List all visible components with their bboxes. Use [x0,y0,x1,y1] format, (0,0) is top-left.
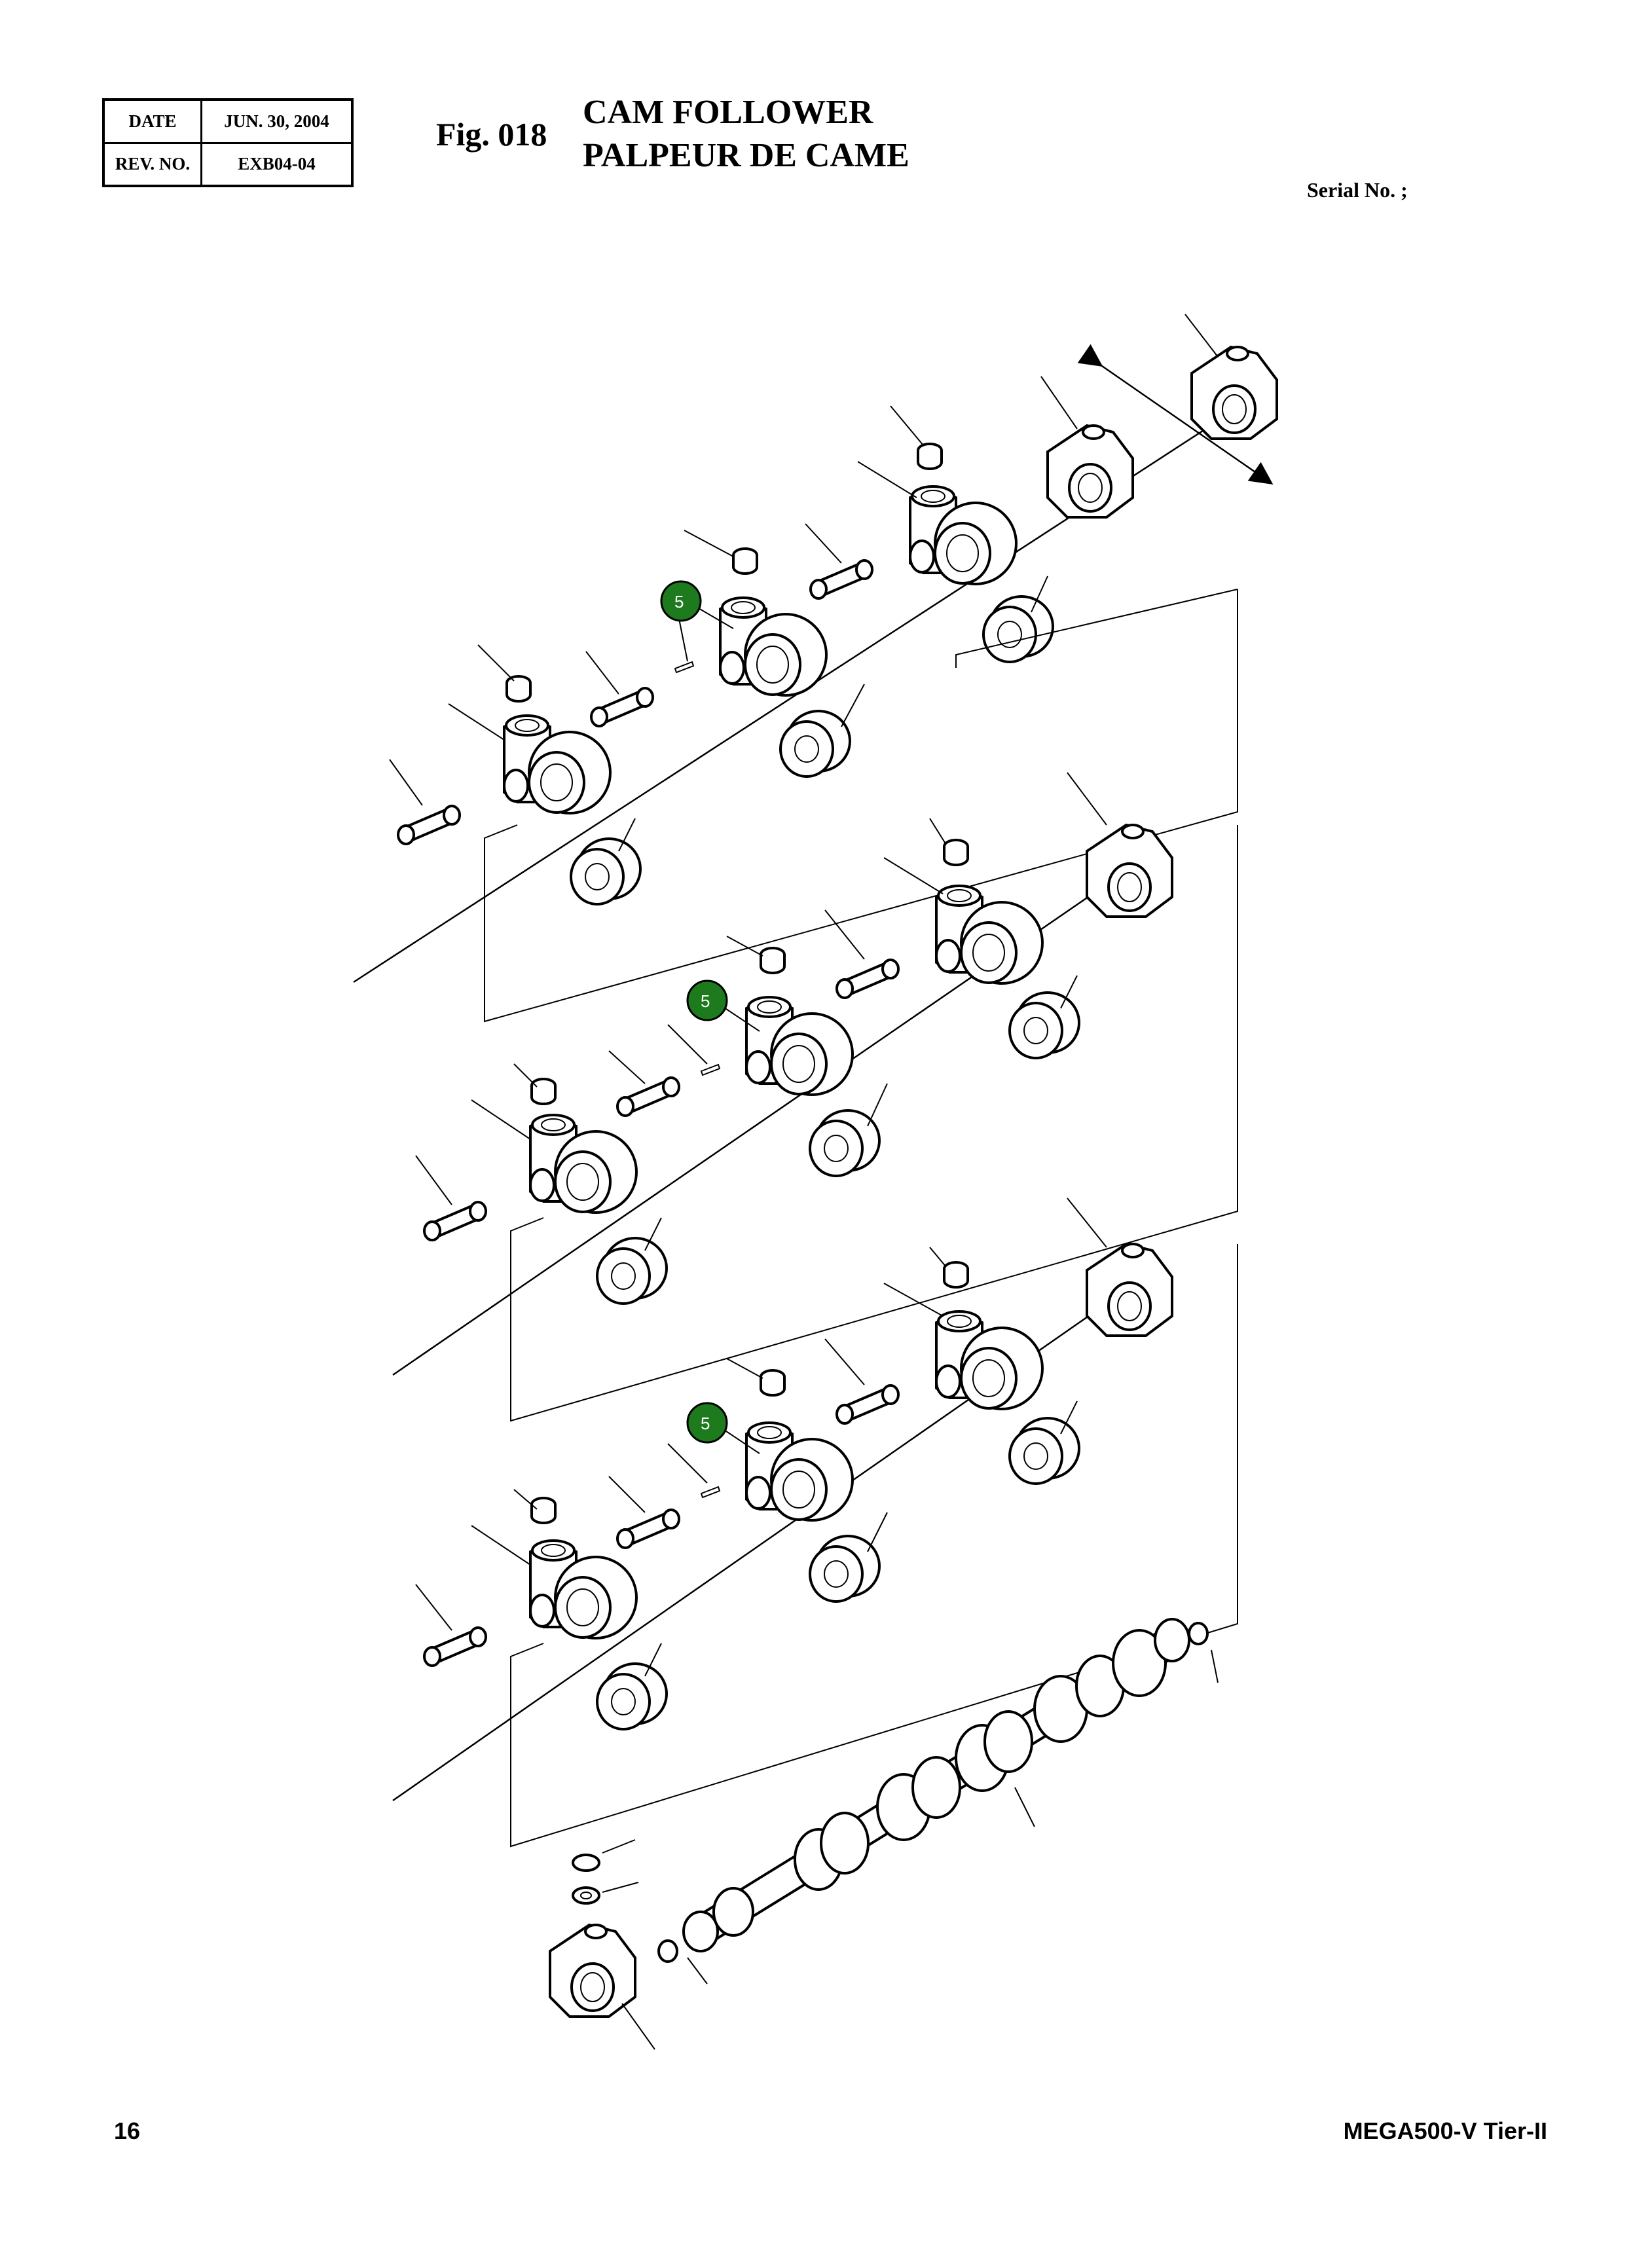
callout-label: 5 [674,592,684,612]
revision-row: REV. NO. EXB04-04 [102,141,354,187]
end-bracket [549,1839,655,2050]
date-value: JUN. 30, 2004 [200,98,354,144]
callout-label: 5 [701,991,710,1011]
date-row: DATE JUN. 30, 2004 [102,98,354,144]
revision-info-table: DATE JUN. 30, 2004 REV. NO. EXB04-04 [102,98,354,187]
page-number: 16 [114,2117,141,2144]
revision-label: REV. NO. [102,141,202,187]
serial-number-label: Serial No. ; [1307,178,1408,202]
revision-value: EXB04-04 [200,141,354,187]
title-french: PALPEUR DE CAME [583,137,909,174]
date-label: DATE [102,98,202,144]
callout-5-bottom: 5 [686,1402,760,1454]
model-name: MEGA500-V Tier-II [1343,2117,1547,2144]
callout-5-top: 5 [660,580,734,629]
callout-label: 5 [701,1414,710,1433]
camshaft [657,1618,1219,1985]
figure-number: Fig. 018 [436,116,547,153]
callout-5-middle: 5 [686,979,760,1032]
assembly-row-2 [392,772,1238,1422]
assembly-row-3 [392,1198,1238,1848]
title-english: CAM FOLLOWER [583,94,873,131]
assembly-row-1 [353,314,1278,1023]
